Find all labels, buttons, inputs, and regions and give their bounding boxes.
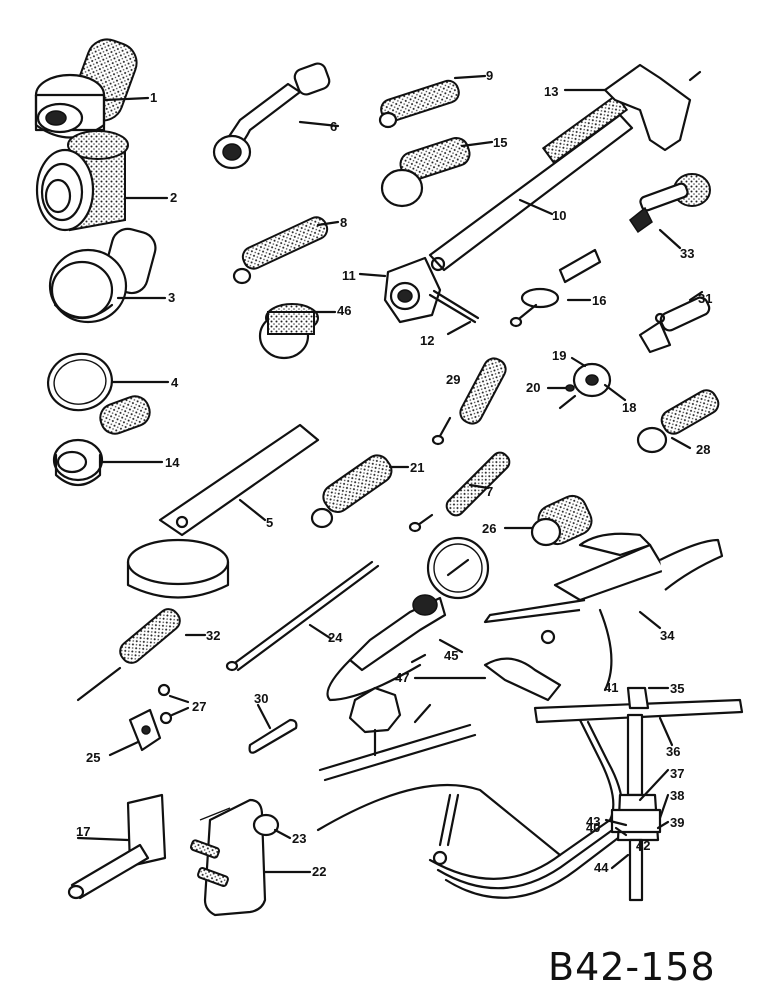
label-2: 2	[170, 190, 177, 205]
tool-15-drift	[380, 136, 494, 208]
label-5: 5	[266, 515, 273, 530]
drawing-code: B42-158	[548, 945, 716, 989]
tool-11-plate	[358, 256, 442, 324]
tool-25-clamp	[108, 708, 162, 757]
label-10: 10	[552, 208, 566, 223]
tool-24-rod	[225, 560, 380, 672]
label-6: 6	[330, 119, 337, 134]
label-41: 41	[604, 680, 618, 695]
label-16: 16	[592, 293, 606, 308]
tool-5-strap-wrench	[126, 423, 320, 599]
label-43: 43	[586, 814, 600, 829]
tool-3-step-adapter	[48, 227, 167, 324]
tool-22-block	[189, 798, 312, 917]
tool-14-drift	[52, 395, 164, 487]
label-28: 28	[696, 442, 710, 457]
label-20: 20	[526, 380, 540, 395]
label-19: 19	[552, 348, 566, 363]
label-32: 32	[206, 628, 220, 643]
tool-32-driver	[76, 608, 207, 702]
tool-17-shaft-plate	[67, 793, 167, 900]
label-21: 21	[410, 460, 424, 475]
label-47: 47	[395, 670, 409, 685]
label-13: 13	[544, 84, 558, 99]
label-22: 22	[312, 864, 326, 879]
tool-30-hook	[248, 703, 298, 754]
tool-31-valve	[638, 290, 711, 354]
label-30: 30	[254, 691, 268, 706]
tool-6-socket-wrench	[212, 62, 340, 170]
label-18: 18	[622, 400, 636, 415]
tool-28-drift	[636, 389, 720, 454]
tool-9-pin	[378, 74, 487, 129]
label-29: 29	[446, 372, 460, 387]
label-39: 39	[670, 815, 684, 830]
label-31: 31	[698, 291, 712, 306]
tool-16-fixture	[509, 248, 602, 328]
tool-23-knob	[252, 813, 292, 840]
knob	[348, 686, 432, 757]
tool-35-36-puller	[533, 686, 744, 902]
label-25: 25	[86, 750, 100, 765]
label-42: 42	[636, 838, 650, 853]
part-labels: 1 2 3 4 5 6 7 8 9 10 11 12 13 14 15 16 1…	[76, 68, 712, 879]
label-23: 23	[292, 831, 306, 846]
label-1: 1	[150, 90, 157, 105]
tool-20-pins	[546, 384, 577, 410]
tool-10-long-bar	[428, 93, 634, 272]
label-27: 27	[192, 699, 206, 714]
tool-19-holder	[570, 356, 627, 402]
label-24: 24	[328, 630, 343, 645]
tool-1-drift	[34, 38, 150, 139]
tool-8-drift-bar	[232, 216, 340, 285]
tool-4-o-ring	[47, 352, 170, 412]
tool-29-driver	[431, 357, 507, 446]
label-4: 4	[171, 375, 179, 390]
tool-34-piston-ring-pliers	[483, 532, 724, 692]
label-33: 33	[680, 246, 694, 261]
tool-46-collar	[258, 303, 337, 360]
label-9: 9	[486, 68, 493, 83]
label-34: 34	[660, 628, 675, 643]
label-17: 17	[76, 824, 90, 839]
tool-26-sleeve	[503, 494, 593, 547]
tool-13-bracket	[563, 63, 702, 152]
label-14: 14	[165, 455, 180, 470]
label-12: 12	[420, 333, 434, 348]
label-44: 44	[594, 860, 609, 875]
label-37: 37	[670, 766, 684, 781]
tool-33-knurled-adapter	[628, 173, 711, 250]
label-7: 7	[486, 484, 493, 499]
tool-2-knurled-ring	[35, 130, 169, 232]
tool-12-pin	[428, 289, 480, 336]
tool-47-spring-compressor	[316, 657, 628, 899]
label-35: 35	[670, 681, 684, 696]
label-3: 3	[168, 290, 175, 305]
label-40: 40	[586, 820, 600, 835]
label-15: 15	[493, 135, 507, 150]
label-46: 46	[337, 303, 351, 318]
label-38: 38	[670, 788, 684, 803]
label-11: 11	[342, 268, 356, 283]
label-8: 8	[340, 215, 347, 230]
tool-45-pressure-gauge	[326, 536, 490, 702]
label-26: 26	[482, 521, 496, 536]
tool-7-driver	[408, 451, 511, 533]
label-45: 45	[444, 648, 458, 663]
label-36: 36	[666, 744, 680, 759]
tool-27-washers	[157, 683, 190, 725]
tool-21-sleeve	[310, 454, 410, 529]
